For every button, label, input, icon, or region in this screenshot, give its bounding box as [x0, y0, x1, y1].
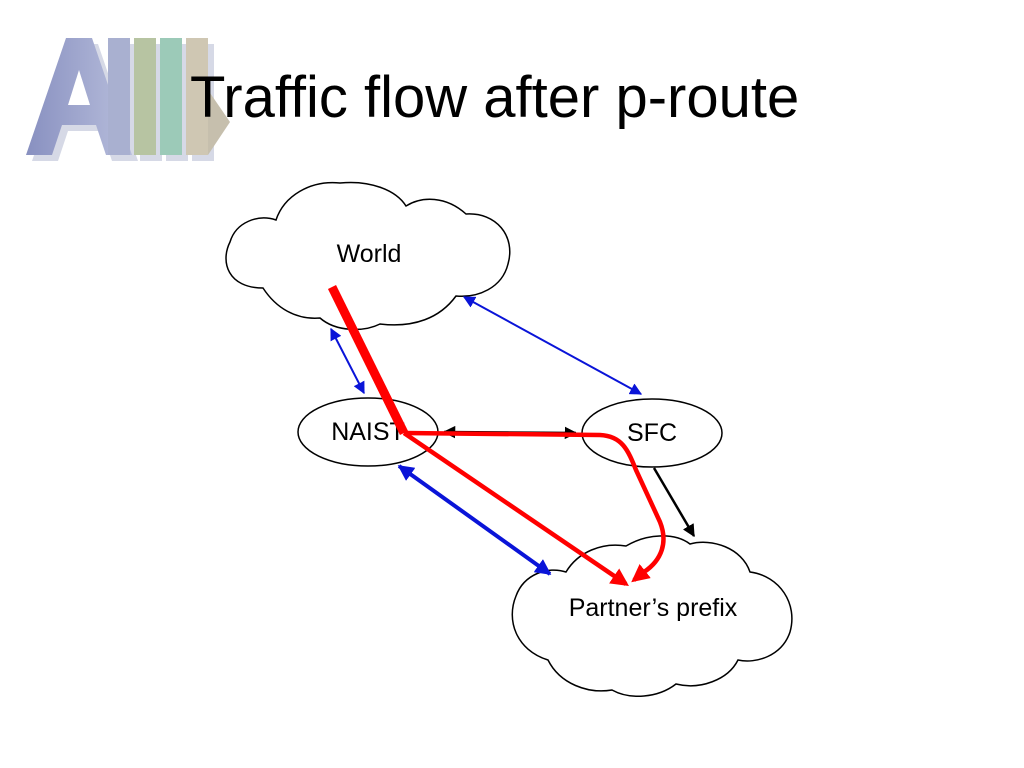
traffic-path-world-naist	[327, 285, 409, 435]
world-node: World	[225, 181, 511, 331]
slide-title: Traffic flow after p-route	[190, 65, 800, 130]
world-cloud-shape	[225, 181, 511, 331]
sfc-node: SFC	[581, 398, 723, 468]
naist-label: NAIST	[331, 418, 405, 446]
traffic-path-naist-sfc-partner	[403, 430, 666, 583]
link-sfc-partner	[652, 467, 696, 538]
sfc-label: SFC	[627, 419, 677, 447]
partner-node: Partner’s prefix	[511, 535, 793, 697]
naist-node: NAIST	[297, 397, 439, 467]
link-world-sfc	[462, 296, 643, 395]
world-label: World	[337, 240, 402, 268]
aii-logo	[26, 38, 230, 161]
link-world-naist	[330, 327, 365, 395]
link-naist-partner	[397, 464, 552, 576]
partner-label: Partner’s prefix	[569, 594, 738, 622]
traffic-path-naist-partner	[402, 431, 629, 587]
